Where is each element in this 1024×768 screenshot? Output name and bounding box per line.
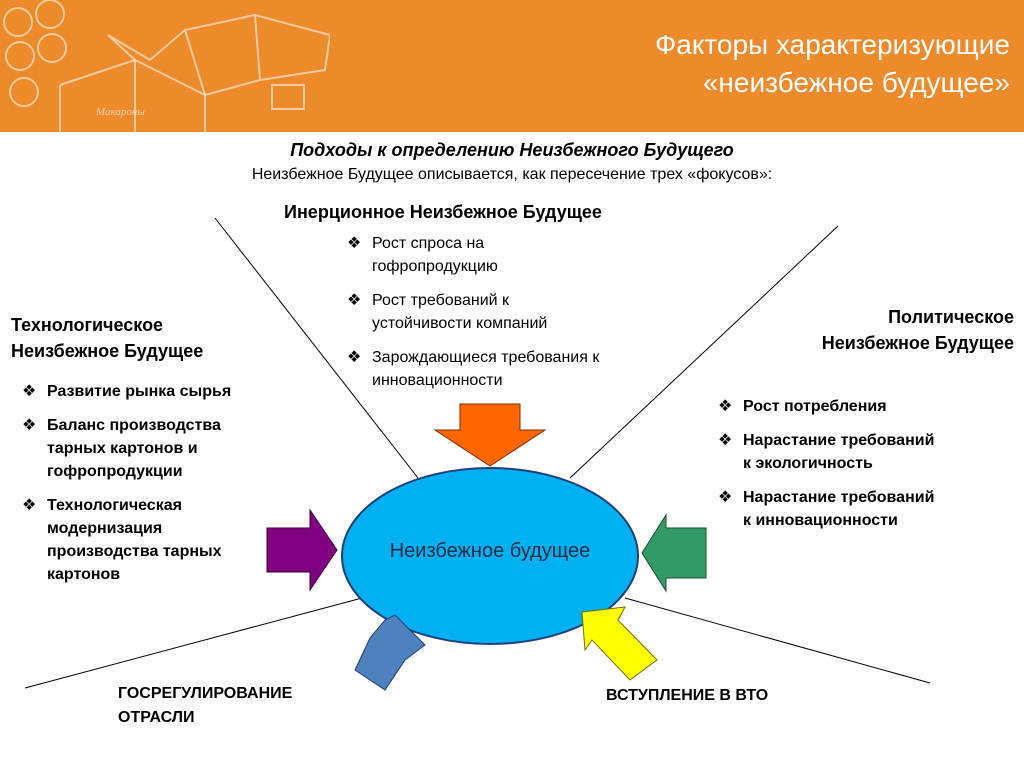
center-ellipse: [341, 467, 639, 645]
intro-text: Неизбежное Будущее описывается, как пере…: [251, 166, 773, 183]
ray-bottom-right: [624, 597, 931, 684]
bullet-icon: ❖: [718, 432, 733, 449]
list-item: ❖ Развитие рынка сырья: [22, 380, 297, 403]
subtitle: Подходы к определению Неизбежного Будуще…: [290, 140, 734, 160]
box-print-text: Макароны: [95, 106, 145, 118]
ray-top-right: [569, 225, 839, 479]
bullet-icon: ❖: [718, 489, 733, 506]
bullet-icon: ❖: [22, 383, 37, 400]
political-list: ❖ Рост потребления ❖ Нарастание требован…: [718, 395, 1018, 543]
political-heading: Политическое Неизбежное Будущее: [821, 307, 1014, 353]
inertial-heading: Инерционное Неизбежное Будущее: [284, 202, 602, 222]
boxes-illustration: Макароны: [3, 0, 330, 132]
roll-circle: [3, 7, 33, 37]
roll-circle: [5, 41, 35, 71]
arrow-left: [266, 508, 338, 592]
roll-circle: [9, 77, 39, 107]
technological-list: ❖ Развитие рынка сырья ❖Баланс производс…: [22, 380, 297, 597]
slide-title-line: «неизбежное будущее»: [702, 67, 1010, 98]
bullet-icon: ❖: [347, 235, 362, 252]
box-flap-left: [107, 34, 151, 61]
box-flaps: [149, 13, 330, 96]
center-label: Неизбежное будущее: [389, 540, 591, 562]
handling-symbol-box: [271, 84, 305, 110]
technological-heading: Технологическое Неизбежное Будущее: [11, 315, 204, 361]
box-outline: [59, 58, 206, 132]
bullet-icon: ❖: [347, 292, 362, 309]
arrow-top: [433, 403, 547, 467]
bullet-icon: ❖: [347, 349, 362, 366]
ray-top-left: [214, 217, 419, 479]
bottom-left-label: ГОСРЕГУЛИРОВАНИЕ ОТРАСЛИ: [118, 685, 293, 726]
list-item: ❖ Рост потребления: [718, 395, 1018, 418]
slide-title: Факторы характеризующие «неизбежное буду…: [410, 26, 1010, 102]
roll-circle: [37, 33, 67, 63]
bullet-icon: ❖: [22, 417, 37, 434]
bullet-icon: ❖: [718, 398, 733, 415]
slide-title-line: Факторы характеризующие: [654, 29, 1010, 60]
arrow-bottom-left: [354, 614, 426, 691]
ray-bottom-left: [24, 597, 363, 689]
arrow-right: [641, 513, 707, 593]
roll-circle: [35, 0, 65, 29]
bullet-icon: ❖: [22, 497, 37, 514]
header-band: Макароны Факторы характеризующие «неизбе…: [0, 0, 1024, 132]
bottom-right-label: ВСТУПЛЕНИЕ В ВТО: [606, 687, 769, 704]
arrow-bottom-right: [581, 606, 658, 681]
